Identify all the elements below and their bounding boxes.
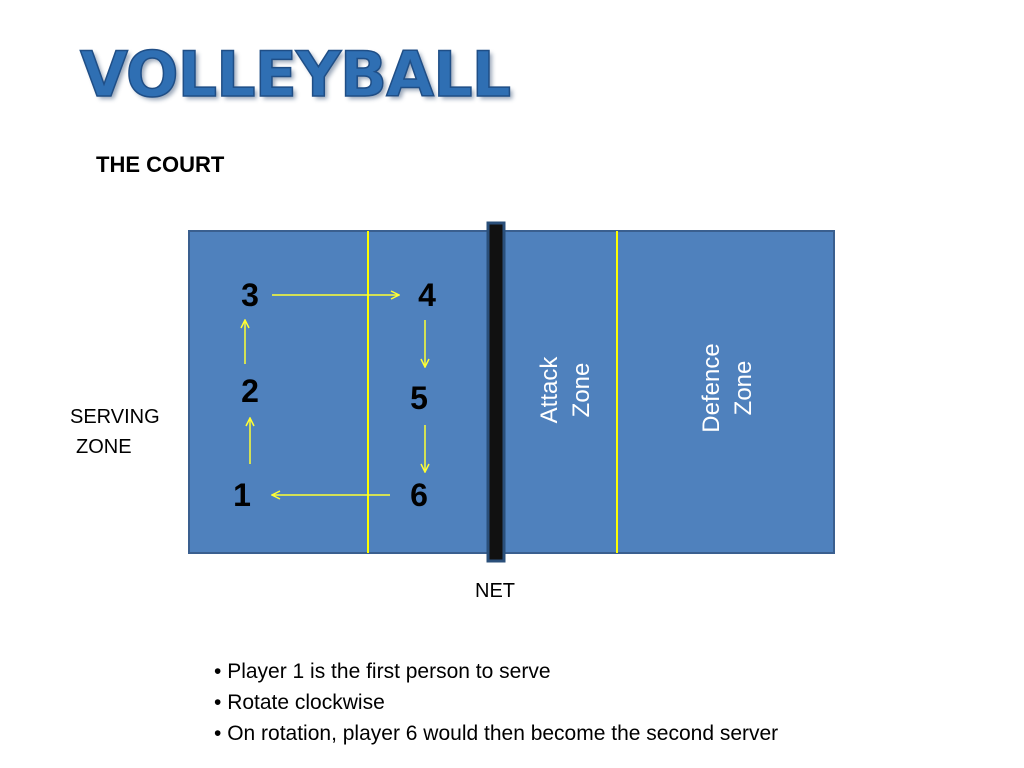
note-item: Rotate clockwise bbox=[214, 687, 778, 718]
net-label: NET bbox=[475, 580, 515, 602]
notes-list: Player 1 is the first person to serve Ro… bbox=[214, 656, 778, 749]
net bbox=[486, 221, 506, 563]
defence-zone-label: Defence Zone bbox=[698, 343, 757, 432]
serving-zone-label-line-2: ZONE bbox=[76, 436, 132, 458]
slide-subtitle: THE COURT bbox=[96, 152, 225, 177]
position-2: 2 bbox=[241, 373, 259, 409]
attack-zone-label-line-1: Attack bbox=[536, 356, 563, 424]
attack-zone-label-line-2: Zone bbox=[568, 363, 595, 418]
attack-zone-label: Attack Zone bbox=[536, 356, 595, 424]
position-6: 6 bbox=[410, 477, 428, 513]
defence-zone-label-line-1: Defence bbox=[698, 343, 725, 432]
defence-zone-label-line-2: Zone bbox=[730, 361, 757, 416]
slide-title: VOLLEYBALL bbox=[79, 38, 512, 111]
position-5: 5 bbox=[410, 380, 428, 416]
note-item: Player 1 is the first person to serve bbox=[214, 656, 778, 687]
position-4: 4 bbox=[418, 277, 436, 313]
note-item: On rotation, player 6 would then become … bbox=[214, 718, 778, 749]
position-3: 3 bbox=[241, 277, 259, 313]
serving-zone-label-line-1: SERVING bbox=[70, 406, 160, 428]
position-1: 1 bbox=[233, 477, 251, 513]
court-surface bbox=[188, 230, 835, 554]
serving-zone-label: SERVING ZONE bbox=[70, 402, 160, 462]
